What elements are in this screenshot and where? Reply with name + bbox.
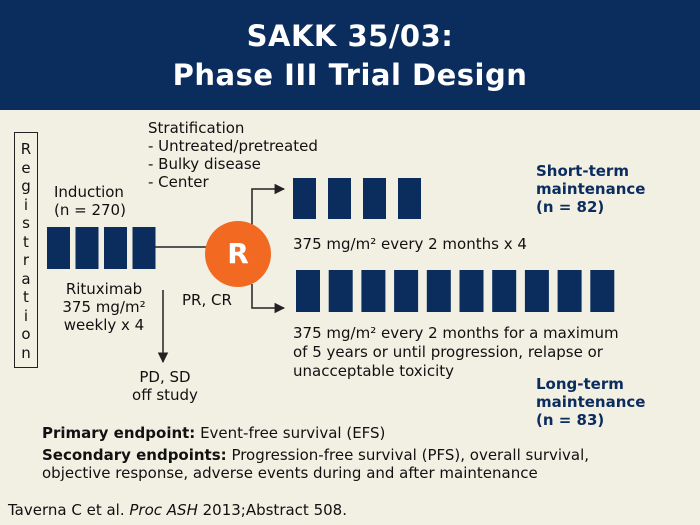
citation-rest: 2013;Abstract 508. bbox=[197, 501, 347, 519]
secondary-endpoints-label: Secondary endpoints: bbox=[42, 446, 227, 464]
long-term-dose-block bbox=[328, 270, 353, 312]
long-term-dose-block bbox=[361, 270, 386, 312]
title-banner: SAKK 35/03: Phase III Trial Design bbox=[0, 0, 700, 110]
long-term-blocks bbox=[296, 270, 615, 312]
short-term-schedule: 375 mg/m² every 2 months x 4 bbox=[293, 235, 527, 253]
short-term-title-1: Short-term bbox=[536, 162, 629, 180]
long-term-title-1: Long-term bbox=[536, 375, 624, 393]
long-term-dose-block bbox=[459, 270, 484, 312]
long-term-dose-block bbox=[394, 270, 419, 312]
long-term-title-2: maintenance bbox=[536, 393, 646, 411]
short-term-blocks bbox=[293, 178, 421, 219]
citation-authors: Taverna C et al. bbox=[8, 501, 130, 519]
registration-letter: e bbox=[21, 158, 31, 177]
stratification-heading: Stratification bbox=[148, 119, 245, 137]
long-term-dose-block bbox=[524, 270, 549, 312]
long-term-schedule-3: unacceptable toxicity bbox=[293, 362, 455, 380]
induction-label: Induction bbox=[54, 183, 124, 201]
long-term-n: (n = 83) bbox=[536, 411, 605, 429]
title-line-1: SAKK 35/03: bbox=[246, 19, 454, 53]
induction-dose-block bbox=[132, 227, 156, 269]
off-study-line-1: PD, SD bbox=[139, 368, 191, 386]
long-term-dose-block bbox=[590, 270, 615, 312]
off-study-line-2: off study bbox=[132, 386, 198, 404]
short-term-dose-block bbox=[328, 178, 351, 219]
induction-schedule: weekly x 4 bbox=[63, 316, 145, 334]
title-line-2: Phase III Trial Design bbox=[172, 58, 528, 92]
long-term-schedule-2: of 5 years or until progression, relapse… bbox=[293, 343, 603, 361]
randomization-circle: R bbox=[205, 221, 271, 287]
response-label: PR, CR bbox=[182, 291, 232, 309]
short-term-dose-block bbox=[398, 178, 421, 219]
induction-drug: Rituximab bbox=[65, 280, 143, 298]
registration-letter: i bbox=[23, 195, 29, 214]
citation: Taverna C et al. Proc ASH 2013;Abstract … bbox=[8, 501, 347, 519]
stratification-item-3: - Center bbox=[148, 173, 209, 191]
induction-dose-block bbox=[47, 227, 70, 269]
primary-endpoint-label: Primary endpoint: bbox=[42, 424, 196, 442]
short-term-n: (n = 82) bbox=[536, 198, 605, 216]
primary-endpoint: Primary endpoint: Event-free survival (E… bbox=[42, 424, 385, 442]
primary-endpoint-text: Event-free survival (EFS) bbox=[195, 424, 386, 442]
long-term-schedule-1: 375 mg/m² every 2 months for a maximum bbox=[293, 324, 619, 342]
registration-letter: a bbox=[21, 269, 31, 288]
registration-letter: n bbox=[21, 343, 31, 362]
induction-dose-block bbox=[104, 227, 127, 269]
short-term-dose-block bbox=[363, 178, 386, 219]
registration-letter: s bbox=[22, 214, 30, 232]
long-term-dose-block bbox=[296, 270, 320, 312]
secondary-endpoints: Secondary endpoints: Progression-free su… bbox=[42, 446, 589, 464]
arrow-to-long-term bbox=[251, 284, 286, 314]
induction-n: (n = 270) bbox=[54, 201, 126, 219]
short-term-dose-block bbox=[293, 178, 316, 219]
secondary-endpoints-text: Progression-free survival (PFS), overall… bbox=[226, 446, 590, 464]
stratification-item-1: - Untreated/pretreated bbox=[148, 137, 318, 155]
long-term-dose-block bbox=[557, 270, 582, 312]
induction-blocks bbox=[47, 227, 156, 269]
registration-letter: r bbox=[22, 251, 30, 269]
registration-letter: R bbox=[20, 140, 32, 158]
registration-letter: t bbox=[23, 288, 29, 306]
registration-letter: g bbox=[21, 177, 31, 195]
secondary-endpoints-line-2: objective response, adverse events durin… bbox=[42, 464, 538, 482]
registration-letter: o bbox=[21, 325, 31, 343]
long-term-dose-block bbox=[492, 270, 517, 312]
induction-dose-block bbox=[75, 227, 99, 269]
long-term-dose-block bbox=[426, 270, 451, 312]
short-term-title-2: maintenance bbox=[536, 180, 646, 198]
induction-dose: 375 mg/m² bbox=[62, 298, 146, 316]
registration-letter: i bbox=[23, 306, 29, 325]
stratification-item-2: - Bulky disease bbox=[148, 155, 261, 173]
citation-journal: Proc ASH bbox=[129, 501, 198, 519]
registration-letter: t bbox=[23, 232, 29, 251]
arrow-to-short-term bbox=[251, 183, 286, 232]
